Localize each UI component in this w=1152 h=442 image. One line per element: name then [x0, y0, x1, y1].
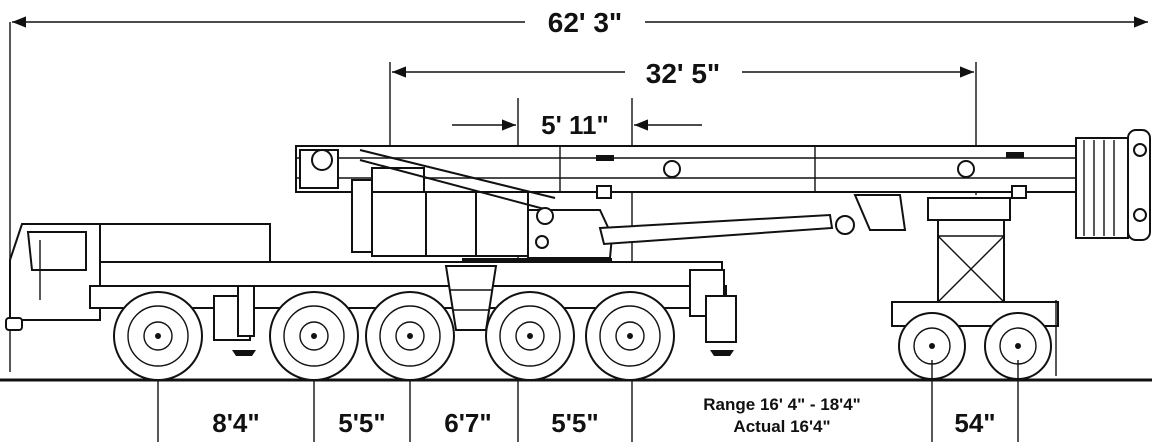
wheel-5: [585, 291, 675, 381]
boom-length-label: 32' 5": [646, 58, 720, 89]
axle-extension-lines: [157, 360, 1019, 442]
overall-length-label: 62' 3": [548, 7, 622, 38]
carrier-wheels: [113, 291, 675, 381]
spacing-c-label: 6'7": [444, 408, 491, 438]
crane-boom: [295, 129, 1151, 241]
overall-length-dimension: 62' 3": [9, 7, 1148, 372]
wheel-3: [365, 291, 455, 381]
spacing-a-label: 8'4": [212, 408, 259, 438]
superstructure: [351, 149, 907, 266]
spacing-b-label: 5'5": [338, 408, 385, 438]
wheel-1: [113, 291, 203, 381]
boom-length-dimension: 32' 5": [389, 58, 977, 195]
dolly-actual-label: Actual 16'4": [733, 417, 830, 436]
spacing-d-label: 5'5": [551, 408, 598, 438]
dolly-axle-label: 54": [954, 408, 995, 438]
axle-spacing-labels: 8'4" 5'5" 6'7" 5'5" Range 16' 4" - 18'4"…: [212, 395, 995, 438]
wheel-2: [269, 291, 359, 381]
center-offset-label: 5' 11": [541, 110, 609, 140]
dolly-range-label: Range 16' 4" - 18'4": [703, 395, 860, 414]
boom-dolly: [891, 197, 1059, 380]
wheel-4: [485, 291, 575, 381]
